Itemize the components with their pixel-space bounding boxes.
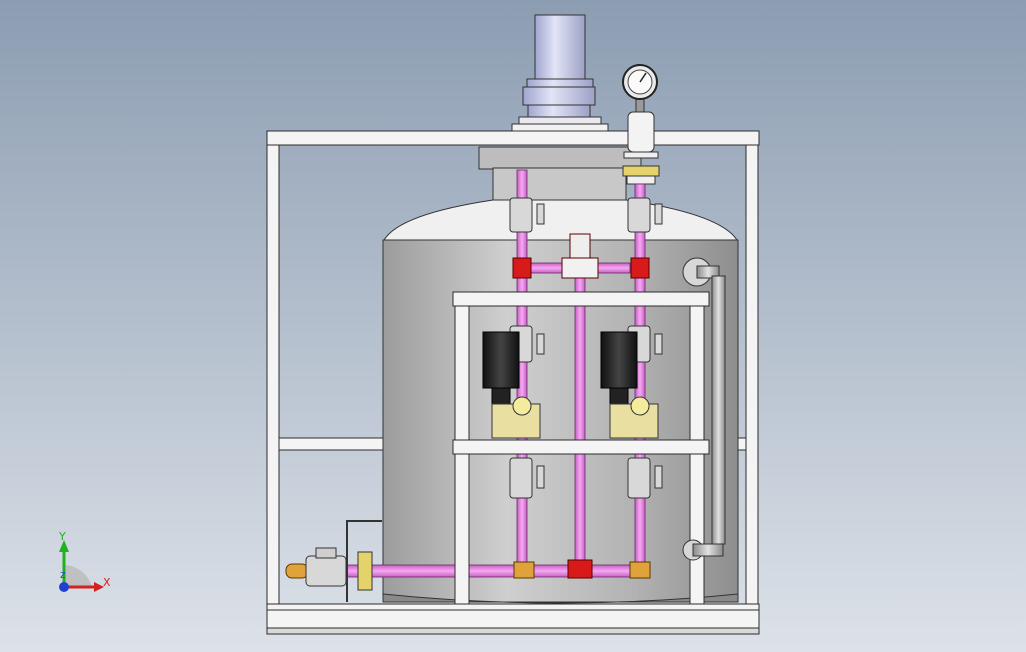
red-tee-fittings [512, 233, 650, 579]
pump-stand-frame [452, 291, 710, 605]
storage-tank [382, 199, 739, 604]
elbow-fittings [513, 561, 651, 579]
skid-base [266, 603, 760, 635]
agitator-motor [511, 14, 609, 132]
axis-label-y: Y [59, 530, 66, 543]
axis-triad [59, 540, 104, 592]
dosing-pump-right [600, 331, 659, 439]
axis-label-x: X [103, 576, 111, 589]
inlet-valve-assembly [285, 520, 382, 602]
tank-lid [478, 146, 642, 205]
pressure-gauge [622, 64, 660, 185]
overflow-pipe [682, 257, 726, 561]
axis-label-z: Z [60, 571, 66, 580]
dosing-pump-left [482, 331, 541, 439]
